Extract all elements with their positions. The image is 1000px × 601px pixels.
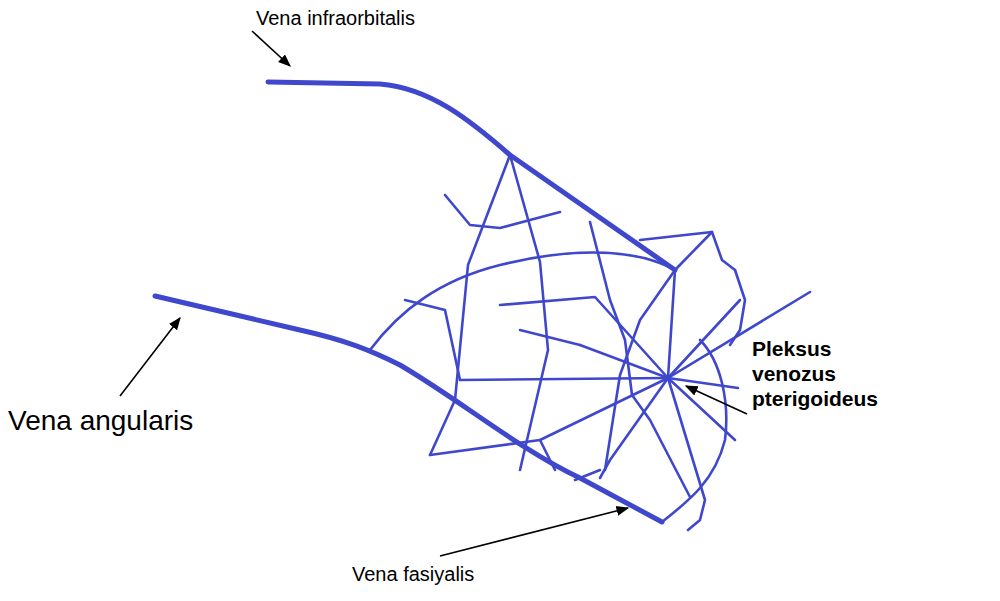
- venous-network: [370, 155, 810, 530]
- plexus-label: Pleksus venozus pterigoideus: [752, 336, 902, 412]
- vein-label: Vena fasiyalis: [352, 562, 474, 586]
- vein-label: Vena infraorbitalis: [256, 6, 415, 30]
- vein-label: Vena angularis: [8, 404, 193, 438]
- infraorbital-vein: [268, 82, 675, 270]
- leader-lines: [120, 31, 747, 556]
- angular-facial-vein: [155, 296, 662, 522]
